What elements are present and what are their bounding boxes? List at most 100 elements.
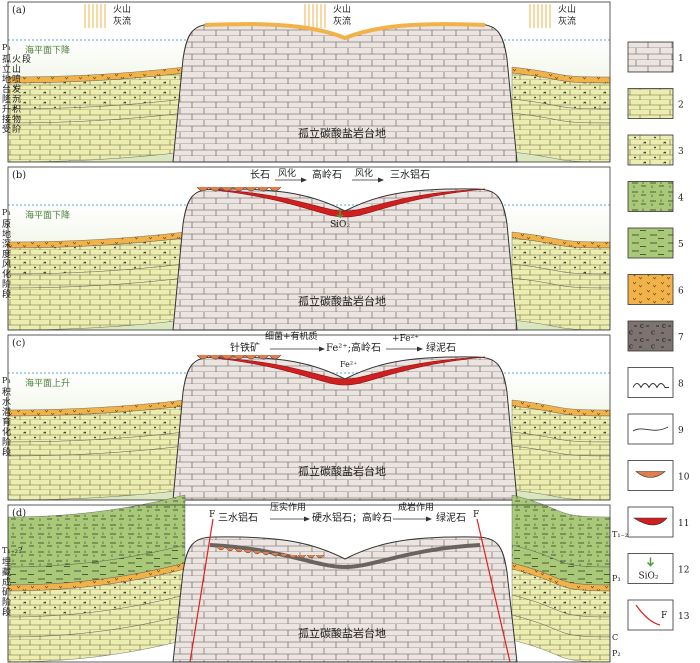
- panel-label: (c): [12, 338, 26, 349]
- svg-text:化: 化: [2, 426, 11, 438]
- legend-swatch: [627, 320, 674, 352]
- stage-code: P₃: [2, 43, 11, 52]
- weathering-crust: [208, 186, 222, 192]
- svg-text:深: 深: [2, 239, 11, 250]
- ore-lens: [243, 549, 253, 554]
- weathering-crust: [220, 186, 234, 192]
- weathering-crust: [196, 186, 210, 192]
- fe-label: Fe²⁺: [340, 360, 357, 369]
- weathering-crust: [244, 354, 258, 360]
- svg-text:阶: 阶: [2, 436, 11, 448]
- svg-text:风: 风: [2, 259, 11, 270]
- legend-item-3: 3: [627, 134, 684, 166]
- svg-text:山: 山: [12, 64, 21, 75]
- legend-number: 11: [678, 519, 689, 529]
- svg-text:沉: 沉: [12, 94, 21, 105]
- process-label: 成岩作用: [398, 501, 434, 513]
- ore-lens: [234, 548, 244, 553]
- legend-swatch: [627, 599, 674, 631]
- legend-swatch: [627, 41, 674, 73]
- carbonate-platform: [172, 536, 518, 663]
- carbonate-platform: [172, 23, 518, 163]
- platform-label: 孤立碳酸盐岩台地: [298, 626, 386, 640]
- ore-lens: [252, 550, 262, 555]
- panel-frame: [7, 166, 611, 331]
- strata-label: T₁₋₂: [612, 530, 628, 539]
- ore-lens: [297, 554, 307, 559]
- weathering-crust: [196, 354, 210, 360]
- sio2-label: SiO₂: [330, 220, 350, 230]
- svg-text:火山: 火山: [333, 4, 351, 15]
- reaction-arrow: [270, 346, 325, 352]
- bauxite-lens: [204, 356, 486, 386]
- ore-lens: [315, 554, 325, 559]
- svg-text:灰流: 灰流: [113, 15, 131, 27]
- strata-label: C: [612, 633, 618, 642]
- legend-number: 12: [678, 566, 689, 576]
- legend-item-6: 6: [627, 274, 684, 305]
- mineral-from: 针铁矿: [230, 341, 260, 354]
- legend-item-2: 2: [627, 88, 684, 119]
- reaction-arrow: [275, 177, 307, 183]
- stage-code: P₃: [2, 376, 11, 385]
- weathering-crust: [232, 354, 246, 360]
- ore-lens: [216, 546, 226, 551]
- right-strata: [511, 231, 611, 331]
- svg-text:台: 台: [2, 83, 11, 95]
- legend-swatch: [627, 367, 674, 398]
- strata-label: P₃: [612, 574, 621, 583]
- legend-number: 9: [678, 426, 684, 436]
- legend-swatch: [627, 181, 674, 212]
- svg-text:火山: 火山: [113, 4, 131, 15]
- svg-text:段: 段: [2, 288, 11, 300]
- reaction-arrow: [352, 177, 384, 183]
- svg-text:阶: 阶: [2, 596, 11, 608]
- legend-symbol: [633, 517, 668, 526]
- panel-frame: [7, 334, 611, 501]
- svg-text:喷: 喷: [12, 74, 21, 85]
- fault-label-left: F: [209, 510, 215, 520]
- bauxite-lens: [204, 188, 486, 218]
- svg-text:灰流: 灰流: [333, 15, 351, 27]
- reaction-arrow: [270, 516, 310, 522]
- legend-swatch: [627, 227, 674, 259]
- svg-text:孤: 孤: [2, 53, 11, 65]
- stage-code: T₁₋₂?: [2, 546, 22, 555]
- process-label: +Fe²⁺: [392, 334, 419, 344]
- legend-number: 13: [678, 612, 690, 622]
- svg-text:藏: 藏: [2, 566, 11, 578]
- mineral-from: 长石: [250, 169, 270, 181]
- svg-text:积: 积: [2, 386, 11, 398]
- legend-item-5: 5: [627, 227, 684, 259]
- legend-symbol: [632, 383, 669, 389]
- svg-text:阶: 阶: [2, 278, 11, 290]
- weathering-crust: [268, 186, 282, 192]
- weathering-crust: [256, 186, 270, 192]
- legend-item-10: 10: [627, 460, 690, 491]
- legend-number: 10: [678, 473, 690, 483]
- svg-text:埋: 埋: [2, 557, 11, 568]
- right-strata: [511, 399, 611, 501]
- panel-label: (a): [12, 5, 26, 16]
- legend-symbol: [635, 471, 666, 478]
- svg-text:隆: 隆: [2, 93, 11, 105]
- legend-number: 5: [678, 240, 684, 250]
- svg-text:段: 段: [22, 53, 31, 65]
- platform-label: 孤立碳酸盐岩台地: [298, 294, 386, 308]
- svg-text:受: 受: [2, 123, 11, 135]
- right-strata: [511, 494, 611, 663]
- svg-text:立: 立: [2, 63, 11, 75]
- panel-label: (d): [12, 508, 26, 519]
- reaction-arrow: [386, 346, 423, 352]
- ore-lens: [279, 553, 289, 558]
- process-label: 风化: [355, 167, 373, 179]
- panel-frame: [7, 504, 611, 663]
- legend-swatch: [627, 460, 674, 491]
